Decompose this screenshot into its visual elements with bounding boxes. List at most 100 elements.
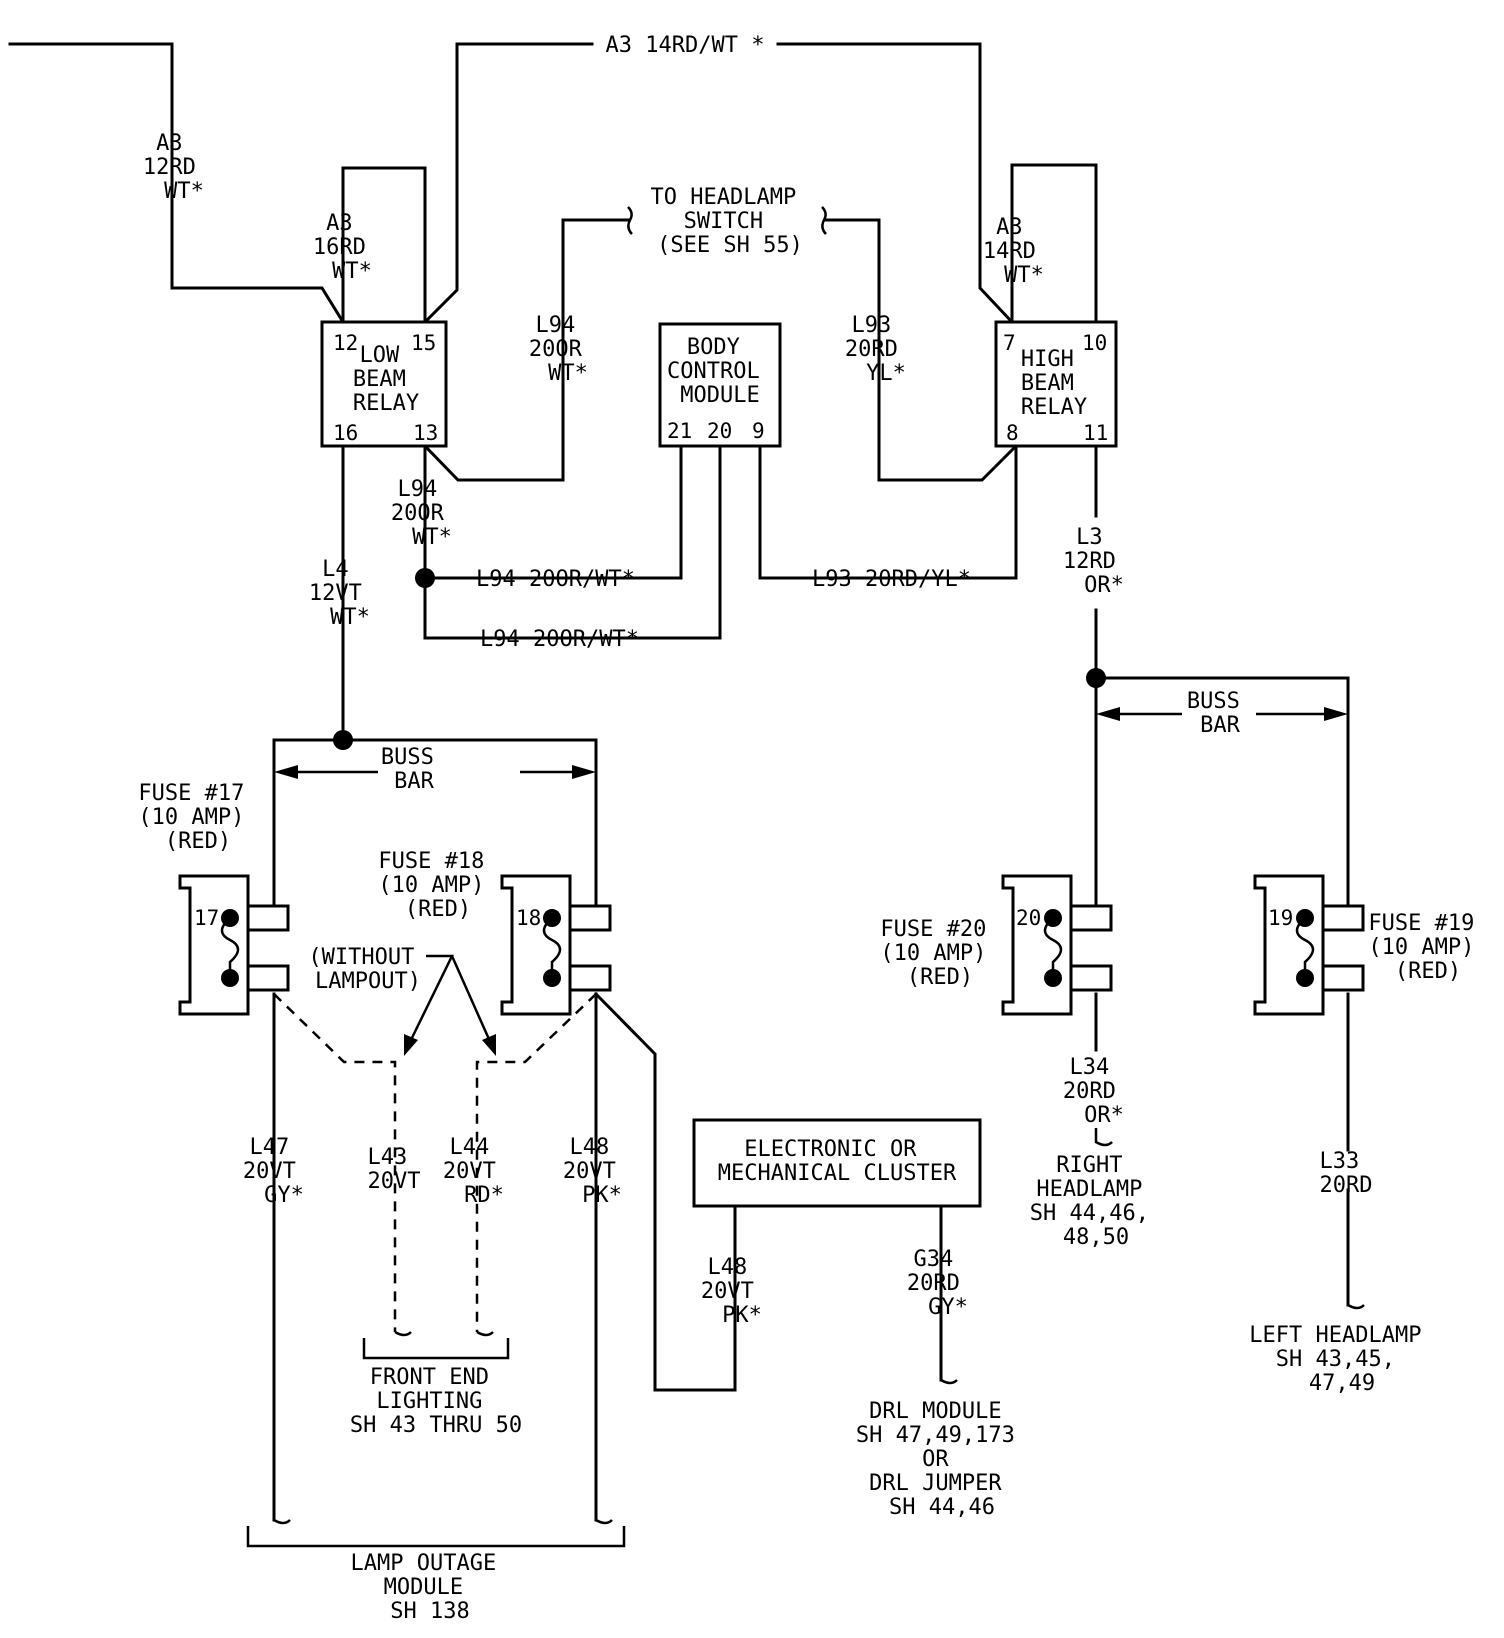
wire-label-a3-top: A3 14RD/WT *: [606, 33, 765, 58]
lampout-arrow: [406, 954, 494, 1047]
wire-label-l94-h1: L94 20OR/WT*: [476, 567, 635, 592]
wire-l93-upper: [824, 218, 1019, 482]
wire-label-l94-upper: L94 20OR WT*: [529, 313, 595, 386]
splice-l4: [333, 730, 353, 750]
term: [940, 1378, 958, 1385]
fuse-17-label: FUSE #17 (10 AMP) (RED): [138, 781, 257, 854]
wire-label-a3-left: A3 12RD WT*: [143, 131, 209, 204]
wire-label-l48: L48 20VT PK*: [563, 1135, 629, 1208]
left-headlamp-label: LEFT HEADLAMP SH 43,45, 47,49: [1249, 1323, 1434, 1396]
fuse-element: [542, 917, 562, 978]
fuse-19: [1253, 874, 1365, 1016]
wire-a3-top-right: [776, 42, 1015, 325]
body-control-module: [658, 322, 782, 448]
splice-l3: [1086, 668, 1106, 688]
wire-a3-high-loop: [1010, 163, 1098, 324]
low-beam-pin-12: 12: [333, 331, 358, 355]
bracket-lamp-outage: [246, 1526, 626, 1548]
wire-label-l47: L47 20VT GY*: [243, 1135, 309, 1208]
low-beam-relay-label: LOW BEAM RELAY: [353, 343, 419, 416]
fuse-20-number: 20: [1016, 906, 1041, 930]
buss-bar-right: [1094, 676, 1350, 908]
wire-l48-cluster: [593, 991, 737, 1392]
term: [1094, 1128, 1113, 1147]
high-beam-relay-label: HIGH BEAM RELAY: [1021, 347, 1087, 420]
splices: [333, 568, 1106, 750]
fuse-terminal: [1321, 964, 1365, 992]
wire-label-g34: G34 20RD GY*: [907, 1247, 973, 1320]
fuse-element: [1043, 917, 1063, 978]
fuse-element: [220, 917, 240, 978]
term: [1347, 1303, 1365, 1310]
fuse-terminal: [246, 964, 290, 992]
fuse-18-number: 18: [516, 906, 541, 930]
fuse-terminal: [246, 904, 290, 932]
high-beam-pin-7: 7: [1003, 331, 1016, 355]
bcm-pin-20: 20: [707, 419, 732, 443]
wire-label-a3-low: A3 16RD WT*: [313, 211, 379, 284]
wire-a3-low-loop: [341, 166, 427, 324]
bracket-front-end: [362, 1338, 510, 1360]
wire-label-l48-cluster: L48 20VT PK*: [701, 1255, 767, 1328]
fuse-20-label: FUSE #20 (10 AMP) (RED): [880, 917, 999, 990]
wire-label-l3: L3 12RD OR*: [1063, 525, 1129, 598]
high-beam-pin-11: 11: [1083, 421, 1108, 445]
fuse-19-label: FUSE #19 (10 AMP) (RED): [1368, 911, 1487, 984]
wire-label-l94-h2: L94 20OR/WT*: [480, 627, 639, 652]
low-beam-pin-13: 13: [413, 421, 438, 445]
buss-bar-right-label: BUSS BAR: [1187, 689, 1253, 738]
right-headlamp-label: RIGHT HEADLAMP SH 44,46, 48,50: [1030, 1153, 1162, 1250]
wire-label-l93-h: L93 20RD/YL*: [812, 567, 971, 592]
fuse-terminal: [1321, 904, 1365, 932]
labels: A3 14RD/WT * A3 12RD WT* A3 16RD WT* A3 …: [138, 33, 1487, 1624]
bcm-label: BODY CONTROL MODULE: [667, 335, 773, 408]
wire-a3-top: [422, 42, 594, 325]
without-lampout-label: (WITHOUT LAMPOUT): [308, 945, 427, 994]
term: [273, 1518, 613, 1525]
wire-label-l94-lower: L94 20OR WT*: [391, 477, 457, 550]
wire-label-l43: L43 20VT: [368, 1145, 421, 1194]
wire-l94-h1: [423, 444, 683, 580]
fuse-element: [1295, 917, 1315, 978]
fuse-terminal: [1069, 904, 1113, 932]
wire-label-l93-upper: L93 20RD YL*: [845, 313, 911, 386]
front-end-lighting-label: FRONT END LIGHTING SH 43 THRU 50: [350, 1365, 522, 1438]
buss-bar-left: [272, 738, 598, 908]
wire-l94-upper: [422, 218, 630, 482]
wire-l94-lower: [423, 444, 722, 640]
fuse-17: [178, 874, 290, 1016]
high-beam-pin-10: 10: [1082, 331, 1107, 355]
fuse-terminal: [568, 964, 612, 992]
fuse-18-label: FUSE #18 (10 AMP) (RED): [378, 849, 497, 922]
arrowhead: [274, 765, 298, 779]
fuse-17-number: 17: [194, 906, 219, 930]
drl-module-label: DRL MODULE SH 47,49,173 OR DRL JUMPER SH…: [856, 1399, 1028, 1520]
wire-label-a3-high: A3 14RD WT*: [983, 215, 1049, 288]
cluster: [692, 1118, 982, 1208]
fuse-terminal: [568, 904, 612, 932]
high-beam-pin-8: 8: [1006, 421, 1019, 445]
headlamp-switch-label: TO HEADLAMP SWITCH (SEE SH 55): [651, 185, 810, 258]
wire-a3-left: [8, 42, 346, 325]
fuse-20: [1001, 874, 1113, 1016]
break-mark-left: [627, 206, 633, 235]
fuse-18: [500, 874, 612, 1016]
low-beam-pin-15: 15: [411, 331, 436, 355]
arrowhead: [404, 1034, 418, 1056]
cluster-label: ELECTRONIC OR MECHANICAL CLUSTER: [718, 1137, 957, 1186]
buss-bar-left-label: BUSS BAR: [381, 745, 447, 794]
arrowhead: [1096, 707, 1120, 721]
bcm-pin-9: 9: [752, 419, 765, 443]
term: [394, 1330, 494, 1337]
break-mark-right: [821, 206, 827, 235]
wires: [8, 42, 1365, 1548]
wire-l93-h: [758, 444, 1018, 580]
arrowhead: [482, 1034, 496, 1056]
high-beam-relay: [994, 320, 1118, 448]
wire-label-l44: L44 20VT RD*: [443, 1135, 509, 1208]
arrowhead: [1324, 707, 1348, 721]
fuse-19-number: 19: [1268, 906, 1293, 930]
low-beam-relay: [320, 320, 448, 448]
wire-label-l34: L34 20RD OR*: [1063, 1055, 1129, 1128]
